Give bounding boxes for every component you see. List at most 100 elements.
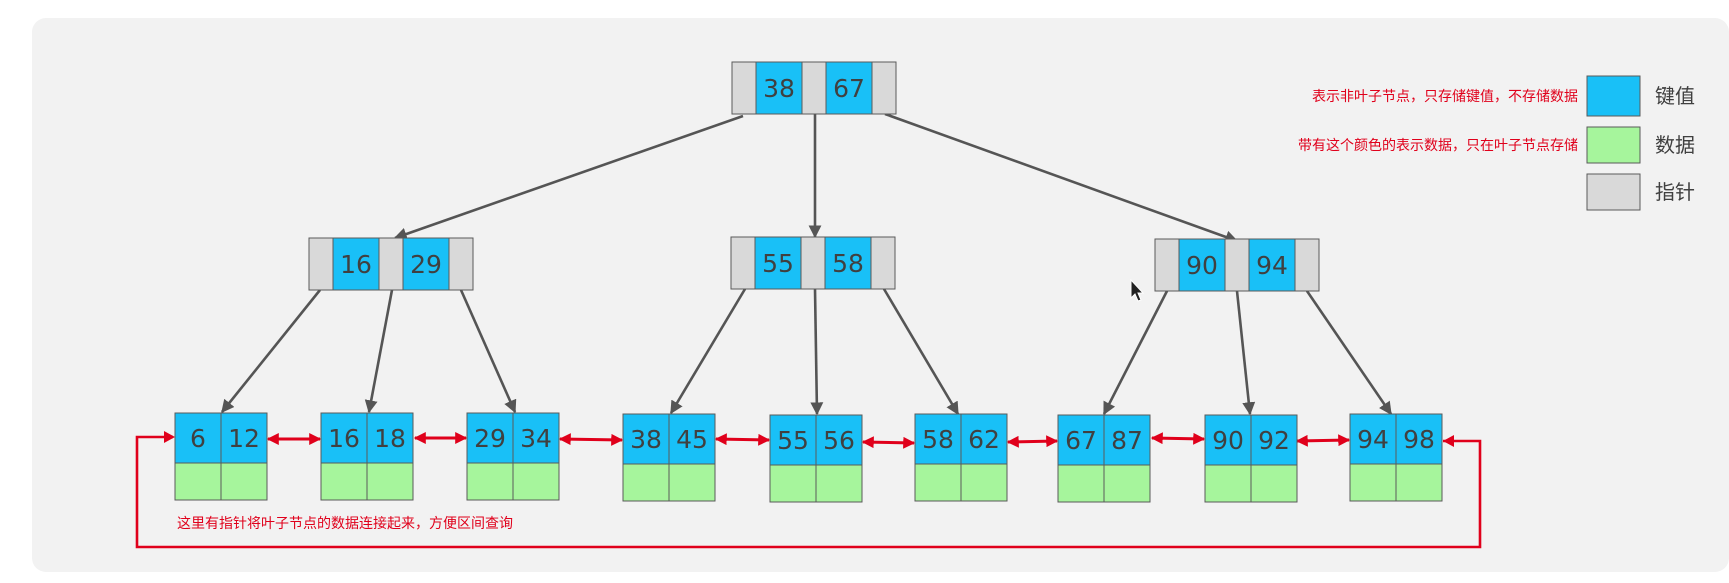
leaf-wrap-connector — [135, 435, 1482, 549]
leaf-data-cell — [366, 462, 414, 501]
tree-edges — [220, 112, 1393, 416]
tree-pointer-arrow — [459, 289, 517, 414]
leaf-data-cell — [668, 463, 716, 502]
pointer-cell — [801, 61, 827, 115]
tree-pointer-arrow — [393, 114, 744, 241]
tree-pointer-arrow — [810, 288, 824, 416]
leaf-node: 55 56 — [769, 414, 863, 503]
pointer-cell — [448, 237, 474, 291]
key-cell — [1248, 238, 1296, 292]
legend: 键值表示非叶子节点，只存储键值，不存储数据数据带有这个颜色的表示数据，只在叶子节… — [1130, 75, 1695, 302]
leaf-key-cell — [1103, 414, 1151, 466]
pointer-cell — [1224, 238, 1250, 292]
tree-pointer-arrow — [1235, 290, 1256, 416]
pointer-cell — [378, 237, 404, 291]
leaf-data-cell — [769, 464, 817, 503]
mouse-cursor-icon — [1130, 278, 1145, 302]
tree-pointer-arrow — [669, 288, 747, 415]
leaf-key-value: 67 — [1065, 426, 1097, 455]
leaf-link-arrow — [714, 433, 771, 446]
leaf-key-cell — [366, 412, 414, 464]
leaf-node: 67 87 — [1057, 414, 1151, 503]
leaf-key-cell — [815, 414, 863, 466]
internal-node: 55 58 — [730, 236, 896, 290]
leaf-key-value: 92 — [1258, 426, 1290, 455]
leaf-key-value: 87 — [1111, 426, 1143, 455]
leaf-key-cell — [769, 414, 817, 466]
leaf-key-value: 16 — [328, 424, 360, 453]
key-cell — [825, 61, 873, 115]
legend-item: 指针 — [1586, 173, 1695, 211]
legend-label: 指针 — [1655, 180, 1695, 204]
leaf-key-value: 90 — [1212, 426, 1244, 455]
leaf-key-value: 6 — [190, 424, 206, 453]
leaf-key-value: 38 — [630, 425, 662, 454]
leaf-key-value: 58 — [922, 425, 954, 454]
key-cell — [755, 61, 803, 115]
leaf-link-arrow — [1006, 435, 1059, 448]
leaf-key-cell — [1349, 413, 1397, 465]
leaf-key-value: 29 — [474, 424, 506, 453]
leaf-key-value: 45 — [676, 425, 708, 454]
pointer-cell — [871, 61, 897, 115]
leaf-key-value: 56 — [823, 426, 855, 455]
tree-pointer-arrow — [884, 112, 1239, 244]
leaf-node: 6 12 — [174, 412, 268, 501]
leaf-key-cell — [1250, 414, 1298, 466]
internal-node: 90 94 — [1154, 238, 1320, 292]
leaf-link-note: 这里有指针将叶子节点的数据连接起来，方便区间查询 — [177, 515, 513, 532]
pointer-cell — [800, 236, 826, 290]
legend-note: 表示非叶子节点，只存储键值，不存储数据 — [1312, 89, 1578, 105]
leaf-data-cell — [512, 462, 560, 501]
legend-swatch-key — [1586, 75, 1641, 117]
leaf-link-arrow — [1295, 434, 1351, 447]
key-value: 94 — [1256, 251, 1288, 280]
leaf-key-cell — [622, 413, 670, 465]
leaf-key-value: 12 — [228, 424, 260, 453]
key-cell — [332, 237, 380, 291]
leaf-key-value: 55 — [777, 426, 809, 455]
tree-pointer-arrow — [882, 288, 960, 416]
key-cell — [402, 237, 450, 291]
tree-pointer-arrow — [1305, 290, 1393, 416]
key-value: 58 — [832, 249, 864, 278]
leaf-link-arrow — [1150, 432, 1206, 445]
key-value: 29 — [410, 250, 442, 279]
leaf-data-cell — [622, 463, 670, 502]
key-value: 55 — [762, 249, 794, 278]
leaf-data-cell — [320, 462, 368, 501]
pointer-cell — [730, 236, 756, 290]
leaf-node: 90 92 — [1204, 414, 1298, 503]
leaf-data-cell — [174, 462, 222, 501]
wrap-arrow-head — [1443, 435, 1454, 447]
leaf-key-cell — [1204, 414, 1252, 466]
leaf-data-cell — [914, 463, 962, 502]
leaf-link-arrow — [861, 436, 916, 449]
leaf-key-cell — [1057, 414, 1105, 466]
key-value: 16 — [340, 250, 372, 279]
pointer-cell — [731, 61, 757, 115]
leaf-key-value: 34 — [520, 424, 552, 453]
leaf-data-cell — [1349, 463, 1397, 502]
leaf-data-cell — [960, 463, 1008, 502]
leaf-data-cell — [1395, 463, 1443, 502]
key-value: 67 — [833, 74, 865, 103]
tree-pointer-arrow — [1102, 290, 1169, 416]
legend-note: 带有这个颜色的表示数据，只在叶子节点存储 — [1298, 137, 1578, 154]
key-value: 90 — [1186, 251, 1218, 280]
leaf-data-cell — [1103, 464, 1151, 503]
pointer-cell — [870, 236, 896, 290]
leaf-key-cell — [220, 412, 268, 464]
pointer-cell — [1294, 238, 1320, 292]
leaf-data-cell — [815, 464, 863, 503]
key-cell — [1178, 238, 1226, 292]
leaf-data-cell — [466, 462, 514, 501]
